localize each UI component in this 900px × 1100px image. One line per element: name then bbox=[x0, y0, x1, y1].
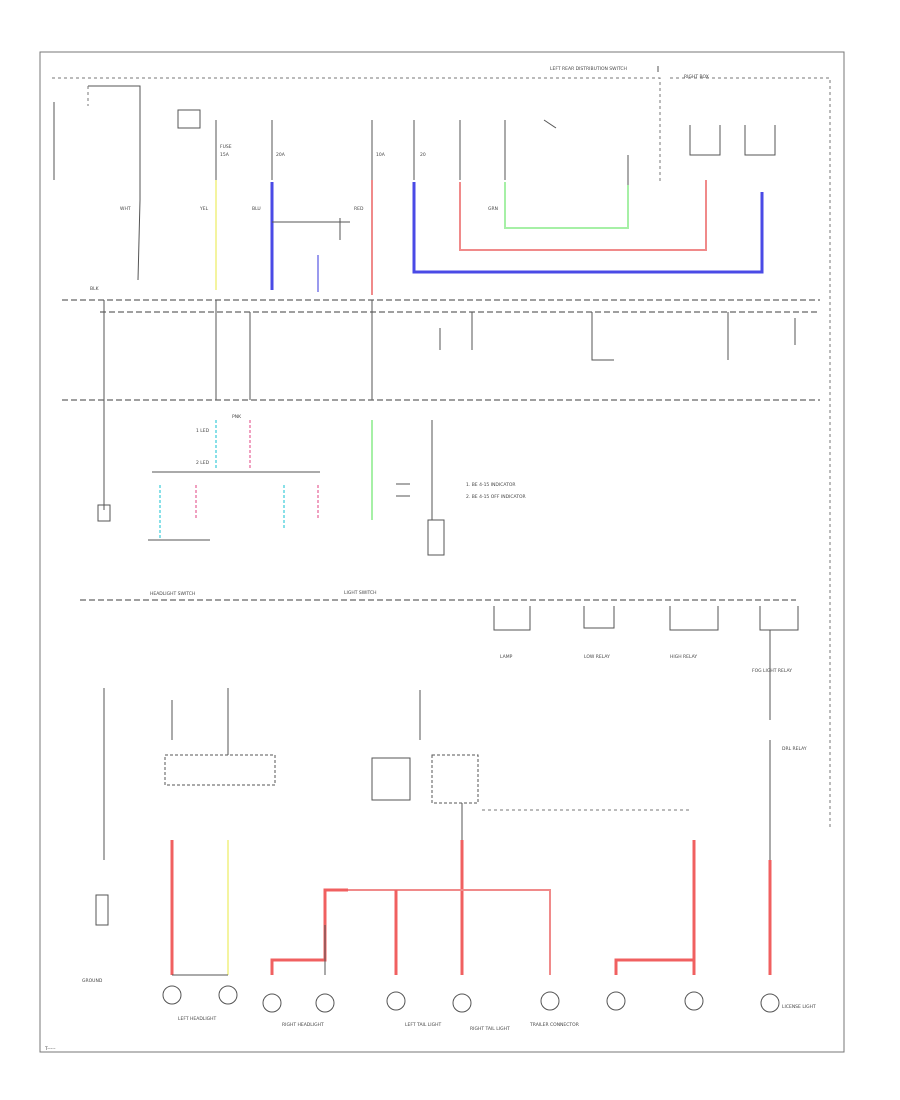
label-lamp: LAMP bbox=[500, 654, 513, 660]
diagram-labels: LEFT REAR DISTRIBUTION SWITCH RIGHT BOX … bbox=[82, 66, 816, 1032]
label-left-tail: LEFT TAIL LIGHT bbox=[405, 1022, 441, 1028]
label-drl-relay: DRL RELAY bbox=[782, 746, 807, 752]
lamp-row bbox=[162, 985, 780, 1013]
label-amp-15: 15A bbox=[220, 152, 230, 158]
label-low-relay: LOW RELAY bbox=[584, 654, 610, 660]
lamp-left-headlight-low bbox=[162, 985, 182, 1005]
relay-row bbox=[493, 606, 799, 720]
lamp-license bbox=[760, 993, 780, 1013]
third-level-wires bbox=[97, 400, 445, 556]
label-headlight-switch: HEADLIGHT SWITCH bbox=[150, 591, 195, 597]
label-led-2: 2 LED bbox=[196, 460, 210, 466]
label-wire-grn: GRN bbox=[488, 206, 498, 212]
label-left-headlight: LEFT HEADLIGHT bbox=[178, 1016, 217, 1022]
label-fog-relay: FOG LIGHT RELAY bbox=[752, 668, 792, 674]
label-wire-pnk: PNK bbox=[232, 414, 242, 420]
label-wire-wht: WHT bbox=[120, 206, 131, 212]
fuse-module-small bbox=[272, 218, 350, 240]
label-amp-10: 10A bbox=[376, 152, 386, 158]
label-license-light: LICENSE LIGHT bbox=[782, 1004, 816, 1010]
lamp-tail-b bbox=[452, 993, 472, 1013]
label-light-switch: LIGHT SWITCH bbox=[344, 590, 377, 596]
diagram-frame bbox=[39, 51, 845, 1053]
label-wire-blk: BLK bbox=[90, 286, 100, 292]
label-fuse-a: FUSE bbox=[220, 144, 232, 150]
lamp-rear-left bbox=[606, 991, 626, 1011]
top-fuse-risers bbox=[215, 120, 506, 180]
top-right-relays bbox=[543, 119, 776, 185]
label-trailer-connector: TRAILER CONNECTOR bbox=[529, 1022, 579, 1028]
lamp-trailer bbox=[540, 991, 560, 1011]
footer-code: T----- bbox=[44, 1046, 56, 1052]
lamp-tail-a bbox=[386, 991, 406, 1011]
label-amp-20: 20A bbox=[276, 152, 286, 158]
label-right-tail: RIGHT TAIL LIGHT bbox=[470, 1026, 510, 1032]
lower-colored-wires bbox=[170, 840, 772, 976]
label-wire-blu: BLU bbox=[252, 206, 261, 212]
label-led-1: 1 LED bbox=[196, 428, 210, 434]
label-wire-red: RED bbox=[354, 206, 364, 212]
label-left-rear-switch: LEFT REAR DISTRIBUTION SWITCH bbox=[550, 66, 627, 72]
label-num-20: 20 bbox=[420, 152, 426, 158]
top-colored-wires bbox=[215, 180, 764, 295]
top-right-box-group bbox=[52, 66, 831, 830]
label-right-headlight: RIGHT HEADLIGHT bbox=[282, 1022, 324, 1028]
label-indicator-1: 1. BE 4-15 INDICATOR bbox=[466, 482, 516, 488]
label-right-box: RIGHT BOX bbox=[684, 74, 709, 80]
label-high-relay: HIGH RELAY bbox=[670, 654, 697, 660]
lamp-left-headlight-high bbox=[218, 985, 238, 1005]
label-ground: GROUND bbox=[82, 978, 103, 984]
label-wire-yel: YEL bbox=[199, 206, 209, 212]
lamp-rear-right bbox=[684, 991, 704, 1011]
second-level-wires bbox=[103, 300, 796, 400]
lamp-front-left bbox=[262, 993, 282, 1013]
lower-fuse-risers bbox=[95, 688, 771, 926]
top-left-sensor bbox=[53, 85, 201, 281]
lamp-front-center bbox=[315, 993, 335, 1013]
label-indicator-2: 2. BE 4-15 OFF INDICATOR bbox=[466, 494, 526, 500]
